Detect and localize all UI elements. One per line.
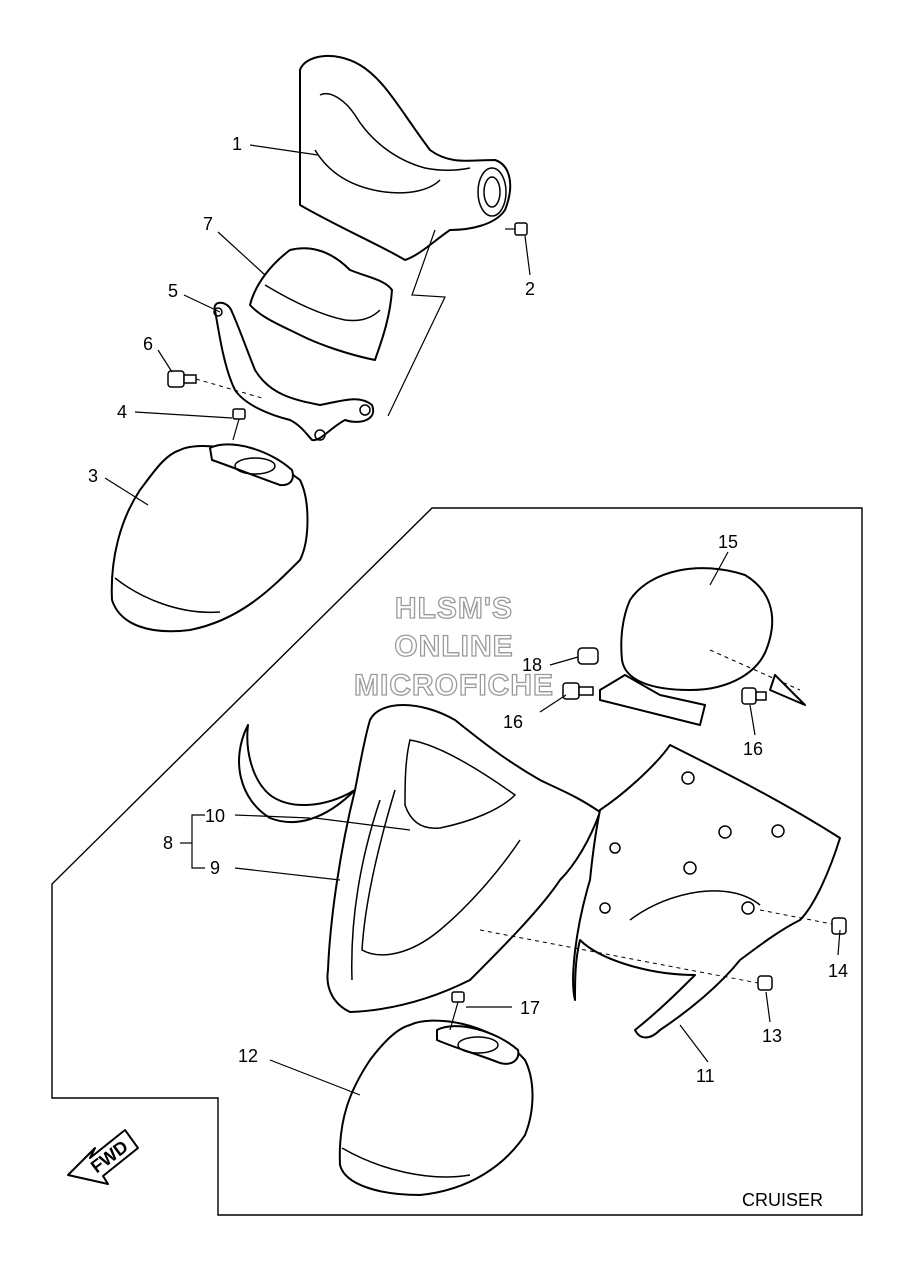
part-11-inner-panel[interactable] [572,744,841,1039]
part-16-bolt-right[interactable] [741,687,767,705]
callout-4: 4 [117,402,127,422]
watermark-line-2: ONLINE [394,630,513,663]
callout-17: 17 [520,998,540,1018]
part-16-bolt-left[interactable] [562,682,594,700]
callout-3: 3 [88,466,98,486]
callout-8: 8 [163,833,173,853]
part-5-bracket[interactable] [213,301,375,442]
callout-16-right: 16 [743,739,763,759]
callout-5: 5 [168,281,178,301]
callout-18: 18 [522,655,542,675]
part-14-bolt[interactable] [831,917,847,935]
part-10-garnish[interactable] [238,724,356,824]
part-18-grommet[interactable] [577,647,599,665]
callout-13: 13 [762,1026,782,1046]
callout-10: 10 [205,806,225,826]
callout-1: 1 [232,134,242,154]
watermark-line-1: HLSM'S [395,592,513,625]
part-17-screw[interactable] [449,991,465,1031]
callout-11: 11 [696,1066,715,1086]
part-9-front-fairing[interactable] [326,704,601,1013]
callout-2: 2 [525,279,535,299]
variant-label: CRUISER [742,1190,823,1210]
callout-16-left: 16 [503,712,523,732]
cruiser-variant-box [51,507,863,1216]
watermark-line-3: MICROFICHE [354,669,554,702]
assembly-line-upper [387,229,446,417]
part-7-meter-panel[interactable] [249,247,393,361]
part-4-screw[interactable] [232,408,246,441]
callout-6: 6 [143,334,153,354]
callout-7: 7 [203,214,213,234]
callout-9: 9 [210,858,220,878]
part-2-bolt[interactable] [505,222,528,236]
callout-14: 14 [828,961,848,981]
mount-bracket[interactable] [599,674,706,726]
part-3-front-cover[interactable] [110,443,309,633]
part-13-bolt[interactable] [757,975,773,991]
part-12-front-cover[interactable] [338,1019,534,1196]
fwd-arrow-icon: FWD [67,1129,139,1185]
part-15-rear-cover[interactable] [620,567,806,706]
part-1-handlebar-cover[interactable] [299,54,512,261]
callout-15: 15 [718,532,738,552]
callout-12: 12 [238,1046,258,1066]
part-6-bolt[interactable] [167,370,197,388]
